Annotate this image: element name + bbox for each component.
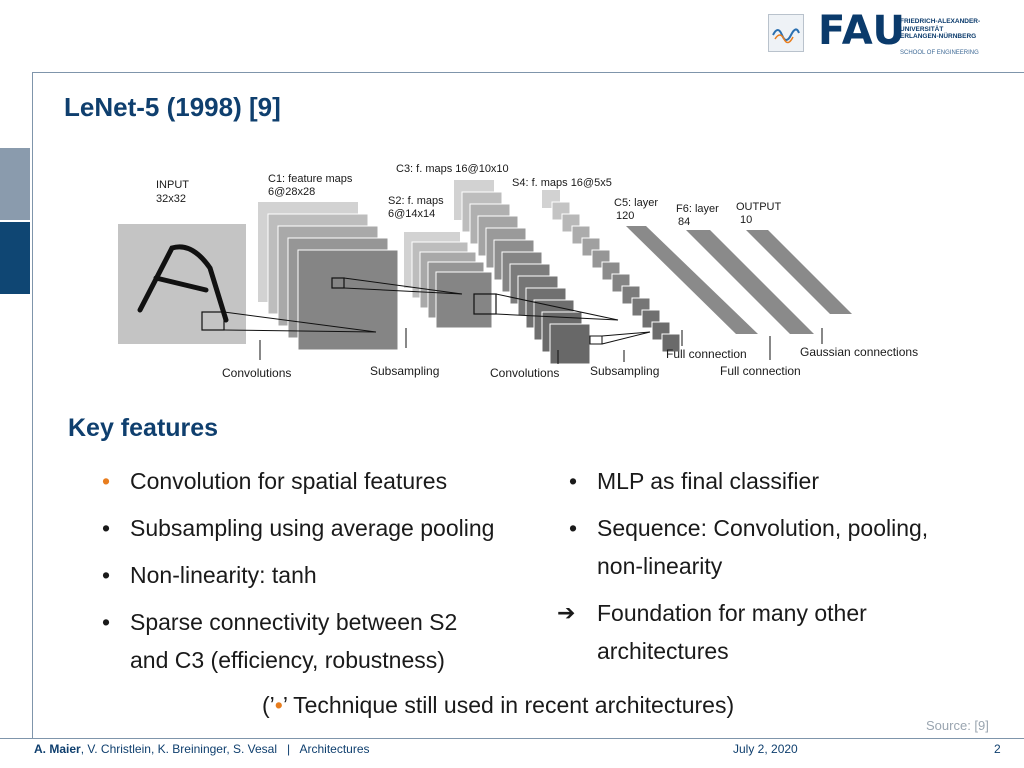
output-size: 10 — [740, 214, 752, 226]
output-label: OUTPUT — [736, 201, 782, 213]
op-subsampling-2: Subsampling — [590, 364, 659, 378]
bullet-icon: • — [569, 515, 578, 541]
c1-label: C1: feature maps — [268, 173, 353, 185]
op-convolutions-1: Convolutions — [222, 366, 291, 380]
footnote: (’•’ Technique still used in recent arch… — [262, 692, 735, 718]
op-gaussian: Gaussian connections — [800, 345, 918, 359]
f6-size: 84 — [678, 216, 690, 228]
c5-size: 120 — [616, 210, 634, 222]
op-full-connection-2: Full connection — [720, 364, 801, 378]
page-number: 2 — [994, 742, 1001, 756]
feature-item: • Non-linearity: tanh — [102, 556, 530, 594]
fau-logo: FAU FRIEDRICH-ALEXANDER- UNIVERSITÄT ERL… — [766, 8, 996, 62]
op-subsampling-1: Subsampling — [370, 364, 439, 378]
s4-feature-maps — [542, 190, 681, 353]
school-name: SCHOOL OF ENGINEERING — [900, 50, 979, 56]
handwritten-a — [137, 244, 229, 323]
op-full-connection-1: Full connection — [666, 347, 747, 361]
side-tab-upper — [0, 148, 30, 220]
feature-item: • MLP as final classifier — [569, 462, 997, 500]
fau-wordmark: FAU — [818, 8, 906, 54]
c1-feature-maps — [258, 202, 399, 351]
source-citation: Source: [9] — [926, 718, 989, 733]
s4-label: S4: f. maps 16@5x5 — [512, 177, 612, 189]
lenet-architecture-diagram: INPUT 32x32 C1: feature maps 6@28x28 S2:… — [110, 150, 950, 395]
orange-bullet-icon: • — [274, 692, 283, 718]
key-features-heading: Key features — [68, 414, 219, 442]
footer-topic: Architectures — [299, 742, 370, 756]
bullet-icon: • — [569, 468, 578, 494]
c3-feature-maps — [454, 180, 591, 365]
op-convolutions-2: Convolutions — [490, 366, 559, 380]
s2-size: 6@14x14 — [388, 208, 435, 220]
output-layer — [746, 230, 852, 314]
footer-authors: A. Maier, V. Christlein, K. Breininger, … — [34, 742, 370, 756]
slide-title: LeNet-5 (1998) [9] — [64, 92, 281, 122]
c3-label: C3: f. maps 16@10x10 — [396, 163, 509, 175]
slide-frame-left — [32, 72, 33, 738]
waveform-logo-icon — [768, 14, 804, 52]
input-size: 32x32 — [156, 193, 186, 205]
c5-layer — [626, 226, 758, 334]
university-name: FRIEDRICH-ALEXANDER- UNIVERSITÄT ERLANGE… — [900, 18, 981, 40]
feature-item: • Sparse connectivity between S2 and C3 … — [102, 603, 530, 679]
f6-layer — [686, 230, 814, 334]
c5-label: C5: layer — [614, 197, 658, 209]
side-tab-lower — [0, 222, 30, 294]
bullet-icon: • — [102, 562, 111, 588]
feature-item: • Sequence: Convolution, pooling, non-li… — [569, 509, 997, 585]
c1-size: 6@28x28 — [268, 186, 315, 198]
f6-label: F6: layer — [676, 203, 719, 215]
feature-item: • Convolution for spatial features — [102, 462, 530, 500]
feature-item: • Subsampling using average pooling — [102, 509, 530, 547]
input-label: INPUT — [156, 179, 189, 191]
feature-item: ➔ Foundation for many other architecture… — [557, 594, 997, 670]
arrow-right-icon: ➔ — [557, 600, 576, 625]
bullet-icon: • — [102, 515, 111, 541]
slide-frame-top — [32, 72, 1024, 73]
bullet-icon: • — [102, 609, 111, 635]
s2-feature-maps — [404, 232, 493, 329]
orange-bullet-icon: • — [102, 468, 111, 494]
footer-date: July 2, 2020 — [733, 742, 798, 756]
slide-frame-bottom — [0, 738, 1024, 739]
s2-label: S2: f. maps — [388, 195, 444, 207]
